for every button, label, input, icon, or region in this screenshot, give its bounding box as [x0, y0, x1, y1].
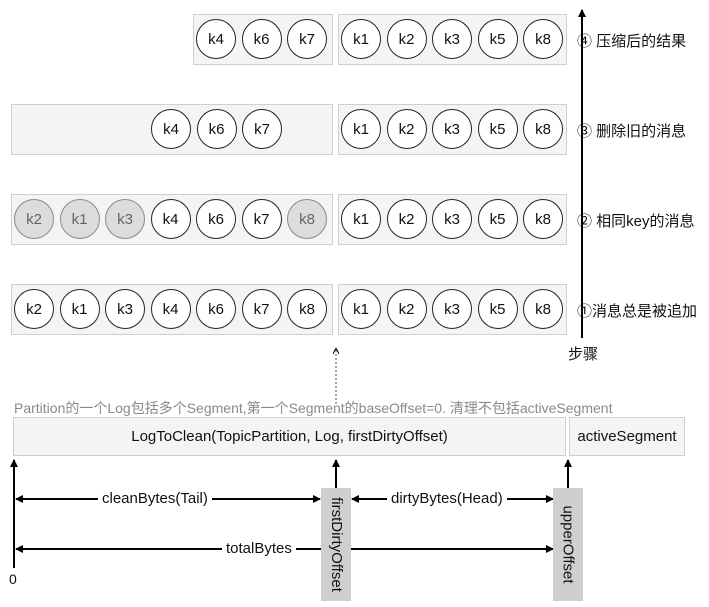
key-circle: k1 — [59, 289, 100, 329]
upper-offset-marker: upperOffset — [553, 488, 583, 601]
first-dirty-offset-marker: firstDirtyOffset — [321, 488, 351, 601]
step-label-4: ④ 压缩后的结果 — [577, 33, 687, 50]
key-circle: k7 — [241, 199, 282, 239]
key-circle: k2 — [386, 199, 427, 239]
key-circle: k2 — [386, 109, 427, 149]
key-circle: k6 — [196, 289, 236, 329]
key-circle: k7 — [287, 19, 327, 59]
key-circle: k8 — [287, 289, 327, 329]
key-circle: k6 — [196, 199, 236, 239]
key-circle: k4 — [196, 19, 236, 59]
upper-offset-label: upperOffset — [559, 505, 577, 584]
dirty-bytes-label: dirtyBytes(Head) — [387, 490, 507, 507]
key-circle: k3 — [105, 199, 145, 239]
key-circle: k3 — [432, 19, 472, 59]
step-label-2: ② 相同key的消息 — [577, 213, 695, 230]
key-circle: k1 — [341, 109, 381, 149]
total-bytes-label: totalBytes — [222, 540, 296, 557]
step-label-1: ①消息总是被追加 — [577, 303, 698, 320]
key-circle: k7 — [242, 109, 282, 149]
key-circle: k8 — [523, 109, 563, 149]
partition-note: Partition的一个Log包括多个Segment,第一个Segment的ba… — [14, 400, 613, 416]
key-circle: k5 — [477, 199, 518, 239]
key-circle: k3 — [432, 199, 472, 239]
origin-label: 0 — [9, 571, 17, 587]
key-circle: k1 — [341, 289, 381, 329]
key-circle: k5 — [477, 109, 518, 149]
key-circle: k1 — [59, 199, 100, 239]
key-circle: k1 — [341, 199, 381, 239]
key-circle: k4 — [150, 289, 191, 329]
active-segment-bar: activeSegment — [569, 417, 685, 456]
step-label-3: ③ 删除旧的消息 — [577, 123, 687, 140]
key-circle: k8 — [523, 19, 563, 59]
key-circle: k6 — [241, 19, 282, 59]
first-dirty-offset-label: firstDirtyOffset — [327, 497, 345, 592]
key-circle: k1 — [341, 19, 381, 59]
key-circle: k3 — [432, 289, 472, 329]
key-circle: k5 — [477, 289, 518, 329]
clean-bytes-label: cleanBytes(Tail) — [98, 490, 212, 507]
key-circle: k4 — [151, 109, 191, 149]
key-circle: k3 — [432, 109, 472, 149]
key-circle: k2 — [386, 19, 427, 59]
steps-axis-label: 步骤 — [568, 346, 599, 363]
key-circle: k3 — [105, 289, 145, 329]
log-to-clean-bar: LogToClean(TopicPartition, Log, firstDir… — [13, 417, 566, 456]
key-circle: k4 — [150, 199, 191, 239]
key-circle: k2 — [386, 289, 427, 329]
key-circle: k5 — [477, 19, 518, 59]
key-circle: k2 — [14, 289, 54, 329]
key-circle: k2 — [14, 199, 54, 239]
key-circle: k8 — [287, 199, 327, 239]
key-circle: k8 — [523, 199, 563, 239]
key-circle: k8 — [523, 289, 563, 329]
key-circle: k7 — [241, 289, 282, 329]
key-circle: k6 — [196, 109, 237, 149]
